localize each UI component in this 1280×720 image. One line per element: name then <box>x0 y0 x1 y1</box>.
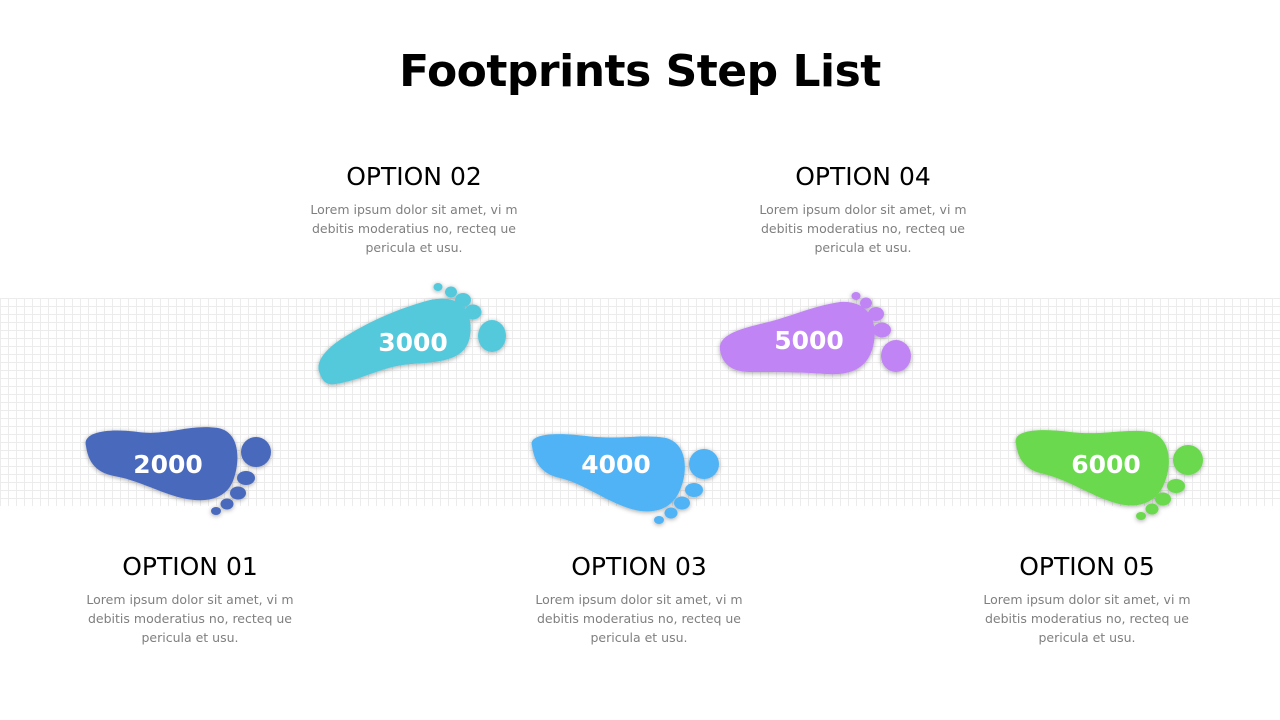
footprint-step-2: 3000 <box>312 278 512 388</box>
option-description: Lorem ipsum dolor sit amet, vi m debitis… <box>759 202 967 255</box>
footprint-step-4: 5000 <box>716 284 916 394</box>
option-1: OPTION 01 Lorem ipsum dolor sit amet, vi… <box>70 552 310 647</box>
page-title: Footprints Step List <box>399 46 881 97</box>
option-description: Lorem ipsum dolor sit amet, vi m debitis… <box>983 592 1191 645</box>
option-heading: OPTION 02 <box>346 162 482 191</box>
option-2: OPTION 02 Lorem ipsum dolor sit amet, vi… <box>294 162 534 257</box>
footprint-step-1: 2000 <box>78 420 278 530</box>
option-heading: OPTION 05 <box>1019 552 1155 581</box>
option-heading: OPTION 03 <box>571 552 707 581</box>
step-value: 3000 <box>378 328 448 357</box>
option-3: OPTION 03 Lorem ipsum dolor sit amet, vi… <box>519 552 759 647</box>
footprint-icon <box>531 434 719 524</box>
option-description: Lorem ipsum dolor sit amet, vi m debitis… <box>535 592 743 645</box>
footprint-step-5: 6000 <box>1010 422 1210 532</box>
option-heading: OPTION 01 <box>122 552 258 581</box>
option-description: Lorem ipsum dolor sit amet, vi m debitis… <box>86 592 294 645</box>
footprint-icon <box>1015 430 1203 520</box>
option-heading: OPTION 04 <box>795 162 931 191</box>
step-value: 6000 <box>1071 450 1141 479</box>
step-value: 2000 <box>133 450 203 479</box>
step-value: 5000 <box>774 326 844 355</box>
footprint-icon <box>85 427 271 515</box>
option-description: Lorem ipsum dolor sit amet, vi m debitis… <box>310 202 518 255</box>
option-4: OPTION 04 Lorem ipsum dolor sit amet, vi… <box>743 162 983 257</box>
option-5: OPTION 05 Lorem ipsum dolor sit amet, vi… <box>967 552 1207 647</box>
footprint-icon <box>719 292 911 375</box>
footprint-step-3: 4000 <box>526 428 726 538</box>
step-value: 4000 <box>581 450 651 479</box>
footprint-icon <box>318 283 506 385</box>
